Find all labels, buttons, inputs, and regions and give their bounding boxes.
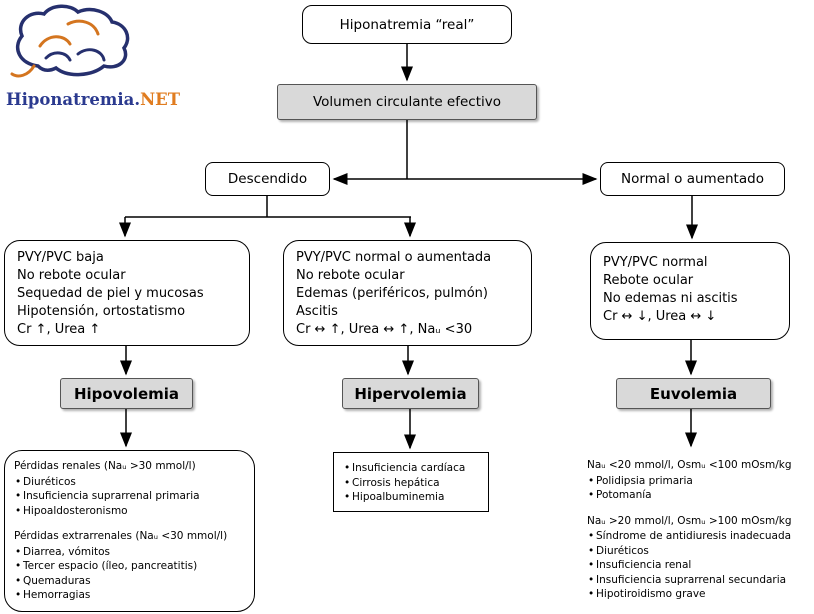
criteria-line: Cr ↔ ↓, Urea ↔ ↓: [603, 309, 717, 324]
criteria-hipervolemia: PVY/PVC normal o aumentada No rebote ocul…: [283, 240, 532, 346]
section-items: Diarrea, vómitosTercer espacio (íleo, pa…: [14, 545, 245, 603]
criteria-line: PVY/PVC normal o aumentada: [296, 250, 492, 265]
criteria-line: No rebote ocular: [17, 268, 126, 283]
cause-item: Hipotiroidismo grave: [587, 587, 805, 602]
cause-item: Insuficiencia suprarrenal primaria: [14, 489, 245, 504]
cause-item: Polidipsia primaria: [587, 474, 805, 489]
detail-section: Naᵤ >20 mmol/l, Osmᵤ >100 mOsm/kg Síndro…: [587, 514, 805, 602]
cause-item: Tercer espacio (íleo, pancreatitis): [14, 559, 245, 574]
criteria-line: PVY/PVC normal: [603, 255, 708, 270]
section-items: DiuréticosInsuficiencia suprarrenal prim…: [14, 475, 245, 519]
brand-suffix: NET: [140, 90, 180, 109]
cause-item: Diuréticos: [587, 544, 805, 559]
stage-euvolemia-label: Euvolemia: [649, 384, 738, 403]
cause-item: Hipoaldosteronismo: [14, 504, 245, 519]
criteria-line: Ascitis: [296, 304, 338, 319]
cause-item: Insuficiencia cardíaca: [343, 461, 479, 476]
cause-item: Insuficiencia renal: [587, 558, 805, 573]
stage-euvolemia: Euvolemia: [616, 378, 771, 409]
node-volumen-circulante-label: Volumen circulante efectivo: [312, 94, 501, 110]
criteria-line: Hipotensión, ortostatismo: [17, 304, 186, 319]
criteria-line: Sequedad de piel y mucosas: [17, 286, 204, 301]
detail-euvolemia: Naᵤ <20 mmol/l, Osmᵤ <100 mOsm/kg Polidi…: [578, 450, 814, 612]
node-normal-o-aumentado: Normal o aumentado: [600, 162, 785, 196]
detail-hipervolemia: Insuficiencia cardíacaCirrosis hepáticaH…: [333, 452, 489, 512]
cause-item: Cirrosis hepática: [343, 476, 479, 491]
cause-item: Quemaduras: [14, 574, 245, 589]
stage-hipovolemia-label: Hipovolemia: [73, 384, 180, 403]
node-hiponatremia-real: Hiponatremia “real”: [302, 5, 512, 44]
cause-item: Diarrea, vómitos: [14, 545, 245, 560]
criteria-line: Rebote ocular: [603, 273, 694, 288]
node-descendido: Descendido: [205, 162, 330, 196]
criteria-line: No rebote ocular: [296, 268, 405, 283]
node-normal-o-aumentado-label: Normal o aumentado: [621, 171, 764, 187]
cause-item: Potomanía: [587, 488, 805, 503]
stage-hipervolemia-label: Hipervolemia: [354, 384, 467, 403]
cause-item: Síndrome de antidiuresis inadecuada: [587, 529, 805, 544]
criteria-line: No edemas ni ascitis: [603, 291, 738, 306]
criteria-line: Edemas (periféricos, pulmón): [296, 286, 488, 301]
brain-logo-icon: [10, 4, 130, 78]
stage-hipovolemia: Hipovolemia: [60, 378, 193, 409]
node-volumen-circulante: Volumen circulante efectivo: [277, 84, 537, 120]
cause-item: Insuficiencia suprarrenal secundaria: [587, 573, 805, 588]
section-heading: Pérdidas extrarrenales (Naᵤ <30 mmol/l): [14, 530, 228, 542]
detail-hipovolemia: Pérdidas renales (Naᵤ >30 mmol/l) Diurét…: [4, 450, 255, 612]
detail-section: Pérdidas renales (Naᵤ >30 mmol/l) Diurét…: [14, 459, 245, 518]
stage-hipervolemia: Hipervolemia: [342, 378, 479, 409]
brand-text: Hiponatremia.NET: [6, 90, 180, 109]
cause-item: Diuréticos: [14, 475, 245, 490]
brand-main: Hiponatremia.: [6, 90, 141, 109]
section-heading: Naᵤ <20 mmol/l, Osmᵤ <100 mOsm/kg: [587, 459, 792, 471]
section-items: Síndrome de antidiuresis inadecuadaDiuré…: [587, 529, 805, 602]
cause-item: Hemorragias: [14, 588, 245, 603]
node-hiponatremia-real-label: Hiponatremia “real”: [339, 16, 475, 33]
detail-section: Pérdidas extrarrenales (Naᵤ <30 mmol/l) …: [14, 529, 245, 603]
cause-item: Hipoalbuminemia: [343, 490, 479, 505]
node-descendido-label: Descendido: [227, 171, 308, 187]
criteria-line: Cr ↔ ↑, Urea ↔ ↑, Naᵤ <30: [296, 322, 473, 337]
section-heading: Naᵤ >20 mmol/l, Osmᵤ >100 mOsm/kg: [587, 514, 792, 527]
section-heading: Pérdidas renales (Naᵤ >30 mmol/l): [14, 460, 196, 472]
criteria-line: Cr ↑, Urea ↑: [17, 322, 101, 337]
site-logo: Hiponatremia.NET: [6, 4, 180, 109]
detail-section: Naᵤ <20 mmol/l, Osmᵤ <100 mOsm/kg Polidi…: [587, 458, 805, 503]
criteria-line: PVY/PVC baja: [17, 250, 104, 265]
section-items: Polidipsia primariaPotomanía: [587, 474, 805, 503]
